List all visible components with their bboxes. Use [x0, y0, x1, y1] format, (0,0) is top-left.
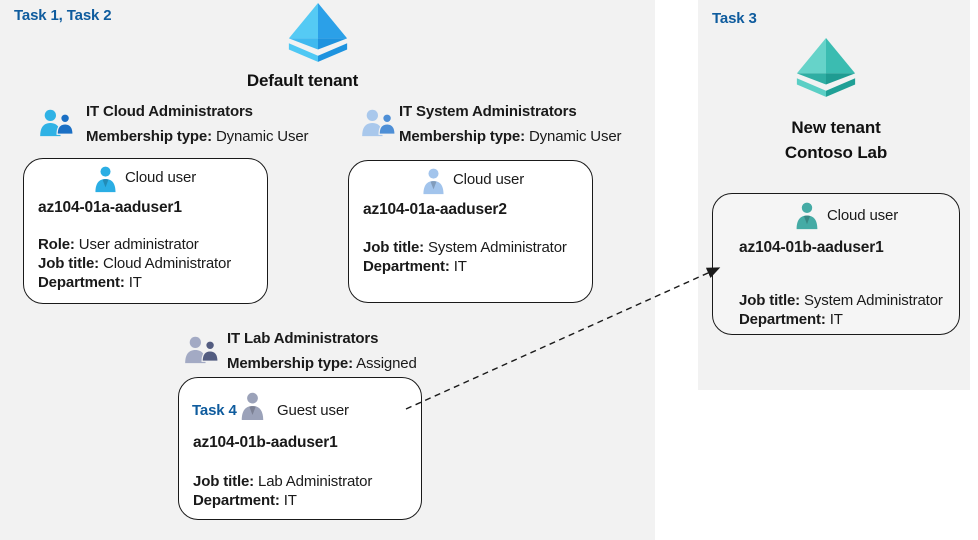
user-type-label: Cloud user: [125, 169, 197, 186]
default-tenant-icon: [287, 3, 349, 65]
new-tenant-icon: [793, 38, 859, 100]
job-title-line: Job title: System Administrator: [739, 292, 943, 309]
guest-user-icon: [238, 390, 267, 421]
default-tenant-panel: Task 1, Task 2 Default tenant IT Cloud A…: [0, 0, 655, 540]
job-title-label: Job title:: [739, 292, 800, 309]
job-title-value: Cloud Administrator: [103, 255, 232, 272]
membership-line-lab-admins: Membership type: Assigned: [227, 355, 417, 372]
department-value: IT: [128, 274, 142, 291]
cloud-user-card-1: Cloud user az104-01a-aaduser1 Role: User…: [23, 158, 268, 304]
department-line: Department: IT: [363, 258, 467, 275]
job-title-line: Job title: System Administrator: [363, 239, 567, 256]
membership-type-label: Membership type:: [227, 355, 353, 372]
job-title-line: Job title: Lab Administrator: [193, 473, 372, 490]
group-icon-lab-admins: [183, 334, 221, 365]
department-label: Department:: [739, 311, 826, 328]
user-type-label: Cloud user: [827, 207, 899, 224]
contoso-cloud-user-card: Cloud user az104-01b-aaduser1 Job title:…: [712, 193, 960, 335]
job-title-label: Job title:: [193, 473, 254, 490]
membership-line-cloud-admins: Membership type: Dynamic User: [86, 128, 309, 145]
group-name-cloud-admins: IT Cloud Administrators: [86, 103, 253, 120]
department-label: Department:: [38, 274, 125, 291]
membership-type-value: Assigned: [356, 355, 417, 372]
cloud-user-icon: [793, 200, 821, 230]
group-name-system-admins: IT System Administrators: [399, 103, 577, 120]
username: az104-01b-aaduser1: [193, 434, 338, 451]
membership-type-label: Membership type:: [399, 128, 525, 145]
username: az104-01a-aaduser2: [363, 201, 507, 218]
username: az104-01a-aaduser1: [38, 199, 182, 216]
group-icon-system-admins: [360, 107, 398, 138]
role-label: Role:: [38, 236, 75, 253]
job-title-line: Job title: Cloud Administrator: [38, 255, 231, 272]
department-line: Department: IT: [38, 274, 142, 291]
department-line: Department: IT: [193, 492, 297, 509]
user-type-label: Guest user: [277, 402, 349, 419]
membership-type-value: Dynamic User: [529, 128, 622, 145]
default-tenant-title: Default tenant: [246, 71, 359, 90]
department-value: IT: [829, 311, 843, 328]
cloud-user-icon: [92, 164, 119, 193]
task-3-label: Task 3: [712, 10, 757, 27]
user-type-label: Cloud user: [453, 171, 525, 188]
job-title-value: Lab Administrator: [258, 473, 373, 490]
role-value: User administrator: [78, 236, 199, 253]
group-name-lab-admins: IT Lab Administrators: [227, 330, 379, 347]
job-title-value: System Administrator: [804, 292, 943, 309]
new-tenant-title-line2: Contoso Lab: [784, 143, 888, 162]
username: az104-01b-aaduser1: [739, 239, 884, 256]
job-title-label: Job title:: [363, 239, 424, 256]
guest-user-card: Task 4 Guest user az104-01b-aaduser1 Job…: [178, 377, 422, 520]
job-title-label: Job title:: [38, 255, 99, 272]
department-label: Department:: [193, 492, 280, 509]
department-value: IT: [453, 258, 467, 275]
group-icon-cloud-admins: [38, 107, 76, 138]
membership-line-system-admins: Membership type: Dynamic User: [399, 128, 622, 145]
membership-type-label: Membership type:: [86, 128, 212, 145]
task-4-label: Task 4: [192, 402, 237, 419]
cloud-user-icon: [420, 166, 447, 195]
department-label: Department:: [363, 258, 450, 275]
job-title-value: System Administrator: [428, 239, 567, 256]
cloud-user-card-2: Cloud user az104-01a-aaduser2 Job title:…: [348, 160, 593, 303]
task-1-2-label: Task 1, Task 2: [14, 7, 112, 24]
membership-type-value: Dynamic User: [216, 128, 309, 145]
new-tenant-panel: Task 3 New tenant Contoso Lab Cloud user…: [698, 0, 970, 390]
new-tenant-title-line1: New tenant: [791, 118, 881, 137]
role-line: Role: User administrator: [38, 236, 199, 253]
department-value: IT: [283, 492, 297, 509]
department-line: Department: IT: [739, 311, 843, 328]
